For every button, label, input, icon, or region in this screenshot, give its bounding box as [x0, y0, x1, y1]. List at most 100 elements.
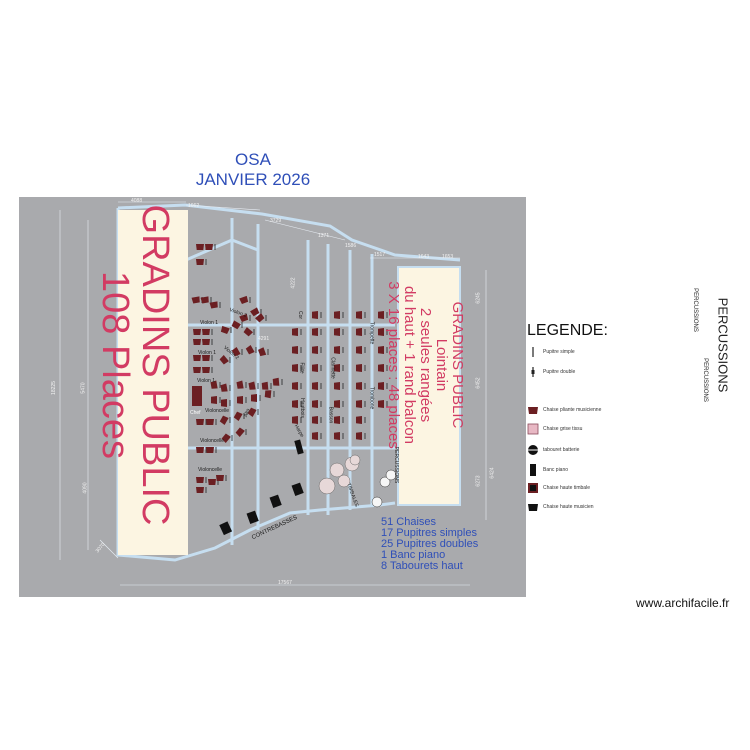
chair	[272, 377, 280, 386]
plan-title-line2: JANVIER 2026	[195, 170, 311, 189]
chair	[196, 487, 204, 493]
double-stand-icon	[531, 367, 535, 377]
chair	[208, 479, 216, 485]
chair	[356, 382, 362, 390]
label-violoncelle-a: Violoncelle	[205, 408, 230, 414]
chair	[334, 400, 340, 408]
chair	[209, 301, 218, 309]
chair	[378, 311, 384, 319]
percussion-drums	[318, 454, 361, 495]
right-stands-line-2: 2 seules rangées	[417, 307, 434, 423]
chair	[220, 383, 228, 392]
label-violon1-a: Violon 1	[200, 320, 218, 326]
dim-1653: 1653	[442, 254, 454, 260]
right-stands-line-3: du haut + 1 rand balcon	[401, 285, 418, 445]
label-chef: Chef	[190, 410, 201, 416]
chair	[255, 313, 265, 323]
chair	[334, 432, 340, 440]
dim-4222: 4222	[290, 277, 297, 289]
chair	[221, 433, 231, 443]
stage-walls	[116, 203, 461, 562]
chair	[292, 346, 298, 354]
chair	[211, 396, 217, 404]
dim-18225: 18225	[50, 381, 57, 395]
grey-chair-icon	[527, 423, 539, 435]
chair	[378, 382, 384, 390]
chair	[245, 345, 255, 355]
musician-high-chair-icon	[528, 504, 538, 511]
chair	[312, 432, 318, 440]
legend-item: Chaise haute musicien	[527, 501, 594, 513]
chair	[231, 347, 241, 357]
chair	[378, 364, 384, 372]
count-single-stands: 17 Pupitres simples	[381, 527, 477, 539]
chair	[334, 346, 340, 354]
chair	[233, 411, 243, 421]
chair	[202, 367, 210, 373]
chair	[202, 355, 210, 361]
legend-label: Chaise haute timbale	[543, 485, 590, 491]
right-stands-line-1: Lointain	[433, 338, 450, 392]
legend-item: Banc piano	[527, 464, 568, 476]
right-stands-block	[397, 266, 461, 506]
label-flute: Flûte	[298, 362, 305, 374]
chair	[292, 400, 298, 408]
chair	[220, 325, 230, 334]
chair	[196, 419, 204, 425]
chair	[356, 346, 362, 354]
count-piano-bench: 1 Banc piano	[381, 549, 446, 561]
dim-4088: 4088	[131, 198, 143, 204]
legend-label: tabouret batterie	[543, 447, 580, 453]
label-violon1-b: Violon 1	[198, 350, 216, 356]
equipment-counts: 51 Chaises 17 Pupitres simples 25 Pupitr…	[381, 517, 478, 572]
chair	[196, 477, 204, 483]
right-stands-line-4: 3 X 16 places : 48 places	[385, 281, 402, 449]
chair	[356, 416, 362, 424]
label-violoncelle-b: Violoncelle	[200, 438, 225, 444]
legend-label: Chaise haute musicien	[543, 504, 594, 510]
chair	[356, 311, 362, 319]
chair	[292, 364, 298, 372]
chair	[312, 364, 318, 372]
chair	[219, 355, 229, 365]
dim-4291: 4291	[258, 336, 270, 342]
legend-item: Pupitre simple	[527, 346, 575, 358]
piano-bench-icon	[530, 464, 536, 476]
right-stands-title: GRADINS PUBLIC	[449, 301, 466, 429]
label-cor: Cor	[297, 310, 304, 320]
legend-item: tabouret batterie	[527, 444, 579, 456]
chair	[378, 328, 384, 336]
chair	[334, 328, 340, 336]
chair	[356, 400, 362, 408]
legend-item: Chaise haute timbale	[527, 482, 590, 494]
drum-stools	[371, 469, 397, 508]
chair	[210, 380, 218, 389]
chair	[312, 346, 318, 354]
dim-17567: 17567	[278, 580, 292, 586]
legend-title: LEGENDE:	[527, 322, 608, 339]
dim-1662: 1662	[188, 203, 200, 209]
chair	[235, 427, 245, 437]
chair	[196, 447, 204, 453]
chair	[239, 313, 249, 322]
drum-stool-icon	[528, 445, 538, 455]
chair-group	[191, 244, 388, 493]
chair	[196, 244, 204, 250]
chair	[247, 407, 257, 417]
count-high-stools: 8 Tabourets haut	[381, 560, 463, 572]
chair	[231, 320, 241, 330]
chair	[202, 339, 210, 345]
chair	[248, 381, 256, 390]
chair	[334, 311, 340, 319]
chair	[334, 382, 340, 390]
chair	[251, 394, 257, 402]
chair	[193, 339, 201, 345]
dim-6273: 6273	[475, 475, 482, 487]
dim-1371: 1371	[318, 233, 330, 239]
count-chairs: 51 Chaises	[381, 516, 437, 528]
legend-label: Chaise pliante musicienne	[543, 407, 602, 413]
chair	[292, 416, 298, 424]
percussions-big-text: PERCUSSIONS	[715, 297, 731, 393]
benches	[219, 439, 304, 536]
